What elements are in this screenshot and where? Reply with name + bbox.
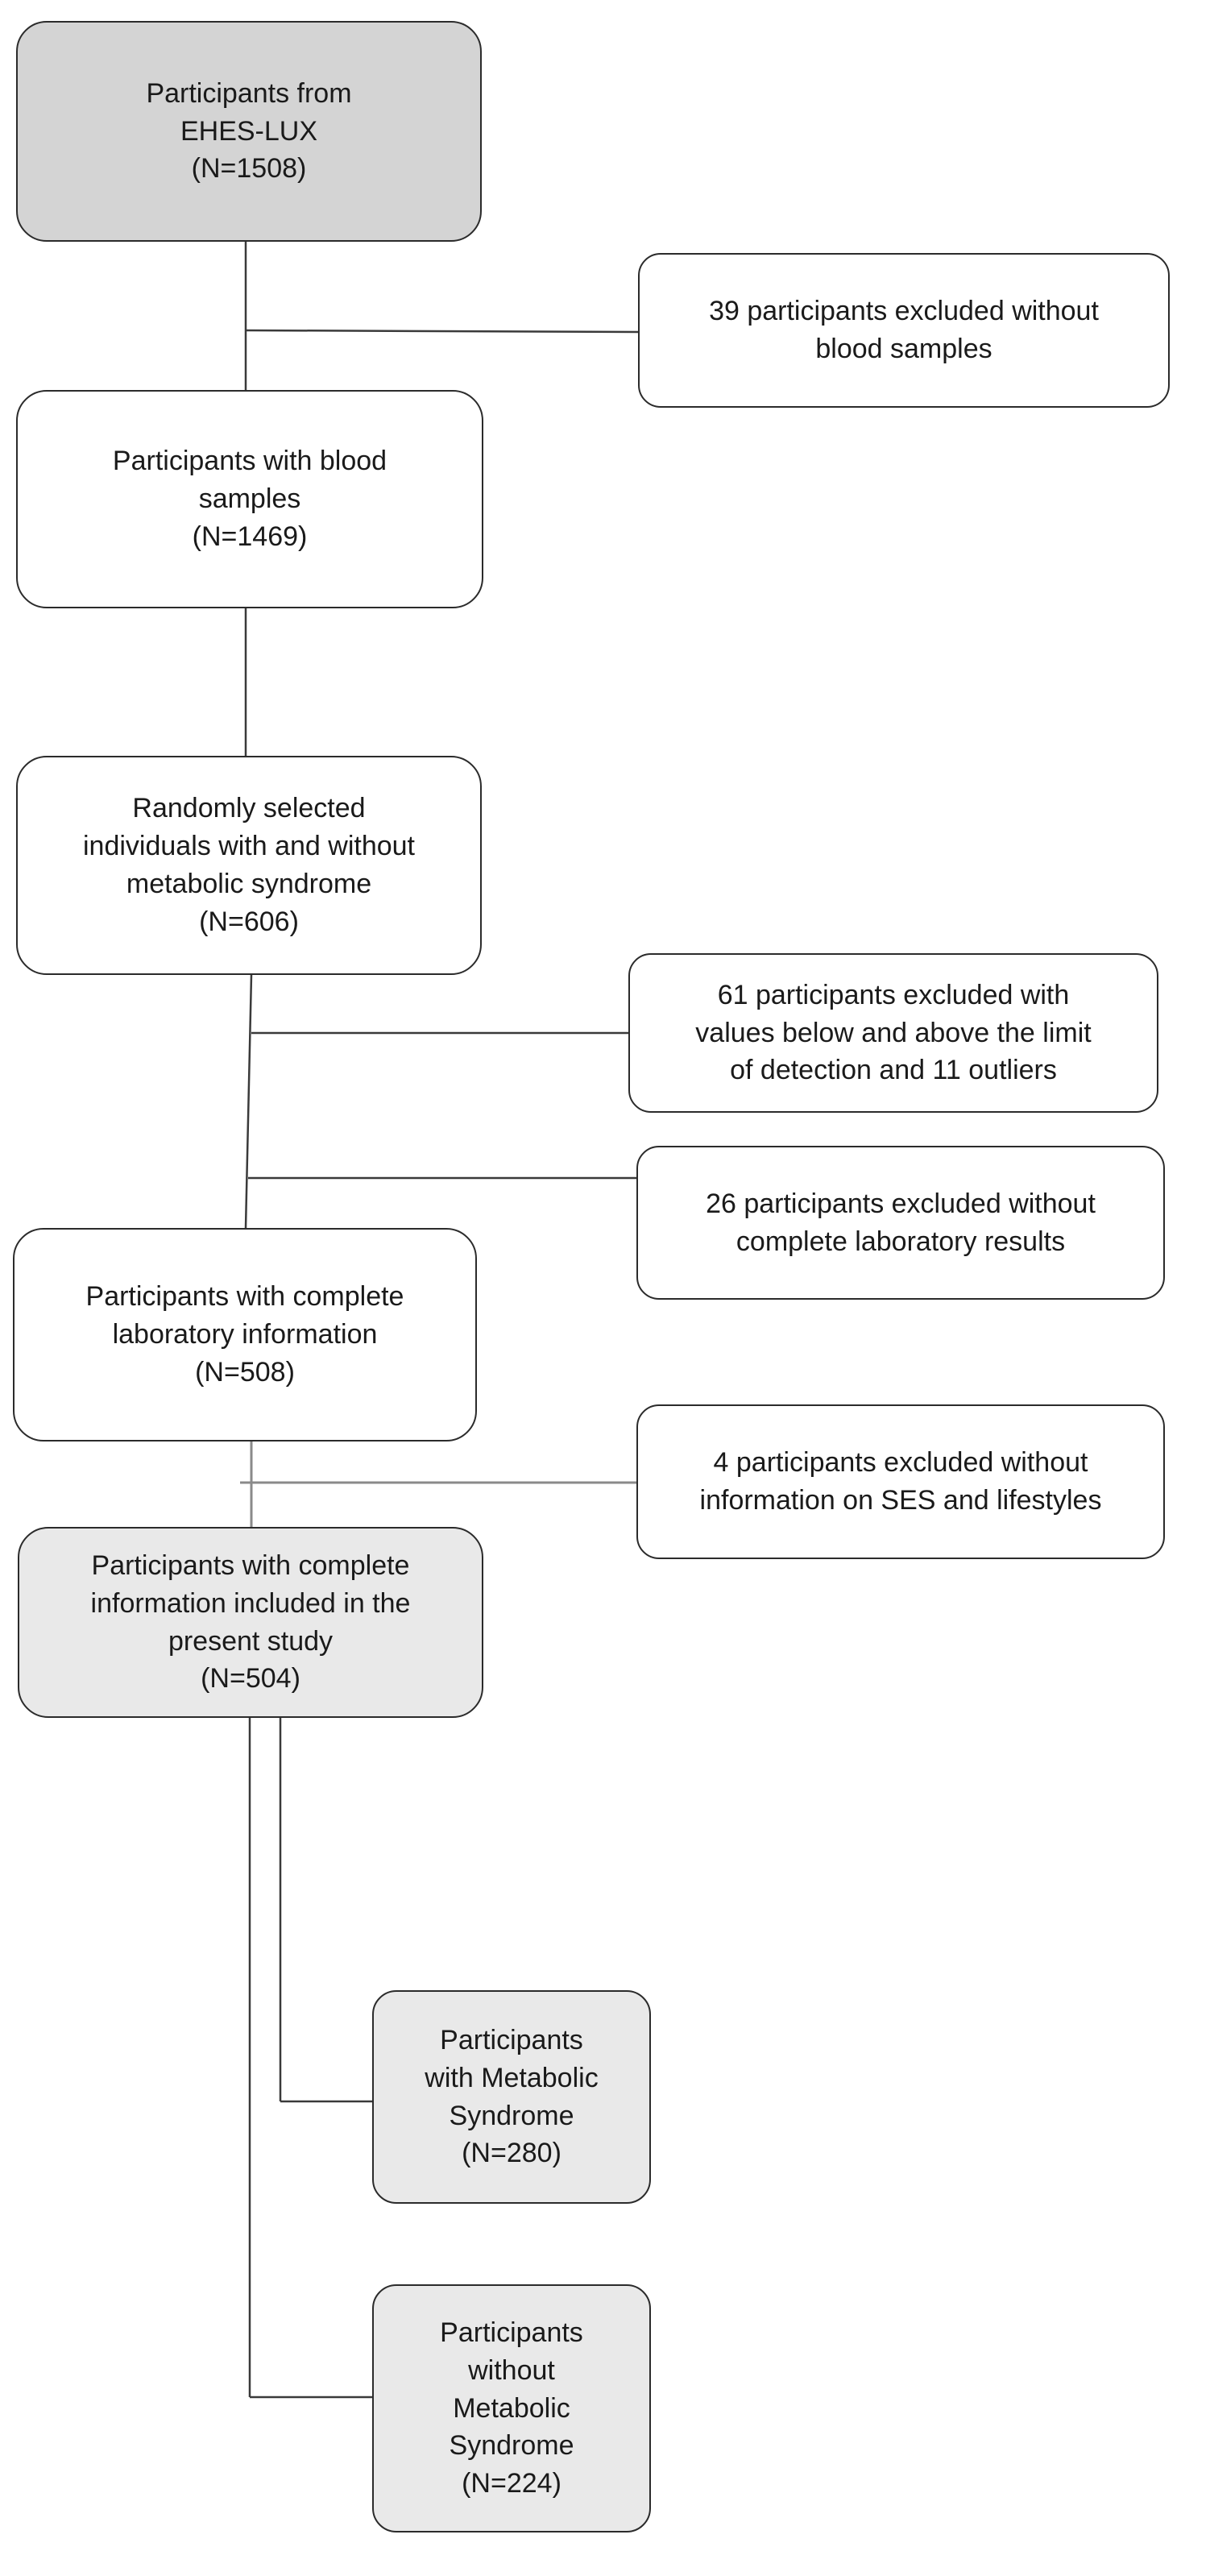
box-blood-line-2: samples: [198, 483, 301, 515]
box-excluded-lod-outliers: 61 participants excluded with values bel…: [628, 953, 1158, 1113]
box-without-mets-line-5: (N=224): [462, 2468, 561, 2499]
box-blood-line-1: Participants with blood: [112, 446, 387, 477]
box-ehes-lux: Participants from EHES-LUX (N=1508): [16, 21, 482, 242]
box-excl-blood-line-2: blood samples: [815, 334, 992, 364]
box-excl-ses-line-1: 4 participants excluded without: [713, 1447, 1088, 1479]
box-excl-lab-line-2: complete laboratory results: [736, 1226, 1066, 1257]
connector-excl-blood: [245, 329, 639, 334]
box-excluded-no-ses: 4 participants excluded without informat…: [636, 1404, 1165, 1559]
box-random-line-1: Randomly selected: [132, 793, 366, 824]
box-with-mets-line-4: (N=280): [462, 2138, 561, 2169]
box-lab-line-1: Participants with complete: [85, 1281, 404, 1313]
box-ehes-line-1: Participants from: [146, 77, 352, 109]
box-random-selection: Randomly selected individuals with and w…: [16, 756, 482, 975]
box-final-line-3: present study: [168, 1625, 334, 1657]
box-random-line-4: (N=606): [199, 906, 299, 937]
box-without-mets-line-3: Metabolic: [453, 2392, 570, 2424]
box-without-mets-line-4: Syndrome: [449, 2430, 574, 2462]
box-excluded-no-lab: 26 participants excluded without complet…: [636, 1146, 1165, 1300]
box-complete-lab: Participants with complete laboratory in…: [13, 1228, 477, 1441]
box-without-metabolic-syndrome: Participants without Metabolic Syndrome …: [372, 2284, 651, 2532]
box-without-mets-line-2: without: [468, 2354, 555, 2386]
box-with-mets-line-3: Syndrome: [449, 2100, 574, 2131]
box-excl-lod-line-3: of detection and 11 outliers: [730, 1055, 1057, 1086]
box-with-metabolic-syndrome: Participants with Metabolic Syndrome (N=…: [372, 1990, 651, 2204]
box-excl-blood-line-1: 39 participants excluded without: [709, 296, 1099, 327]
box-final-line-1: Participants with complete: [91, 1549, 410, 1581]
connector-random-lab: [244, 974, 253, 1229]
box-lab-line-3: (N=508): [195, 1356, 295, 1388]
box-excl-lab-line-1: 26 participants excluded without: [706, 1188, 1096, 1219]
box-excl-ses-line-2: information on SES and lifestyles: [699, 1485, 1102, 1516]
box-final-line-2: information included in the: [90, 1587, 411, 1619]
box-with-mets-line-1: Participants: [440, 2024, 583, 2055]
box-blood-samples: Participants with blood samples (N=1469): [16, 390, 483, 608]
box-excluded-no-blood: 39 participants excluded without blood s…: [638, 253, 1170, 408]
box-final-study: Participants with complete information i…: [18, 1527, 483, 1718]
box-ehes-line-3: (N=1508): [191, 153, 307, 185]
box-ehes-line-2: EHES-LUX: [180, 115, 318, 147]
box-excl-lod-line-1: 61 participants excluded with: [717, 979, 1070, 1010]
box-lab-line-2: laboratory information: [112, 1319, 378, 1350]
box-random-line-2: individuals with and without: [82, 831, 416, 862]
box-without-mets-line-1: Participants: [440, 2317, 583, 2348]
box-with-mets-line-2: with Metabolic: [425, 2062, 599, 2093]
box-random-line-3: metabolic syndrome: [126, 869, 372, 899]
box-excl-lod-line-2: values below and above the limit: [695, 1017, 1092, 1048]
box-blood-line-3: (N=1469): [192, 521, 308, 552]
box-final-line-4: (N=504): [201, 1663, 300, 1695]
